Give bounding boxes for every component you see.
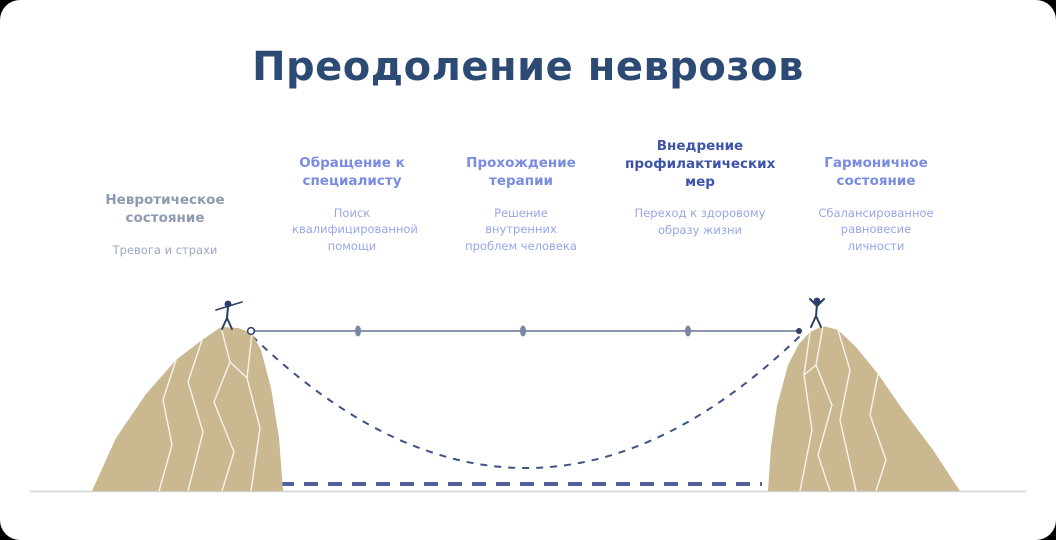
right-cliff-shape (768, 326, 960, 491)
person-arms-raised-icon (809, 297, 825, 328)
stage-column-2: Обращение к специалисту Поиск квалифицир… (292, 155, 418, 255)
person-arm (809, 298, 818, 307)
stage-title: Прохождение терапии (466, 155, 576, 189)
left-cliff (92, 326, 283, 492)
page-title: Преодоление неврозов (252, 44, 804, 90)
stage-subtitle: Тревога и страхи (112, 242, 218, 257)
right-cliff (768, 325, 960, 492)
stage-column-5: Гармоничное состояние Сбалансированное р… (811, 155, 941, 255)
balance-pole (215, 301, 243, 311)
person-leg (810, 315, 817, 328)
hanging-rope (251, 335, 801, 469)
person-arm (816, 298, 825, 307)
stage-title: Гармоничное состояние (824, 155, 928, 189)
stage-title: Внедрение профилактических мер (625, 138, 776, 190)
rope-anchor-dot (796, 328, 802, 334)
stage-subtitle: Сбалансированное равновесие личности (818, 205, 934, 253)
person-leg (815, 315, 822, 328)
stage-title: Обращение к специалисту (299, 155, 405, 189)
left-cliff-shape (92, 327, 283, 491)
rope-bead-icon (355, 325, 361, 337)
walker-body (226, 306, 229, 319)
rope-anchor-dot (246, 326, 256, 336)
stage-column-4: Внедрение профилактических мер Переход к… (625, 138, 775, 239)
rope-bead-icon (685, 325, 691, 337)
stage-subtitle: Переход к здоровому образу жизни (634, 206, 766, 238)
person-head (813, 297, 821, 305)
stage-subtitle: Решение внутренних проблем человека (465, 205, 577, 253)
rope-bead-icon (520, 325, 526, 337)
left-cliff-facet-lines (158, 326, 261, 492)
stage-column-1: Невротическое состояние Тревога и страхи (95, 192, 235, 258)
tightrope-walker-icon (215, 300, 243, 330)
stage-column-3: Прохождение терапии Решение внутренних п… (461, 155, 581, 255)
walker-leg (221, 317, 228, 330)
right-cliff-facet-lines (799, 325, 887, 492)
walker-leg (226, 317, 233, 330)
stage-title: Невротическое состояние (105, 192, 225, 226)
stage-subtitle: Поиск квалифицированной помощи (292, 205, 418, 253)
